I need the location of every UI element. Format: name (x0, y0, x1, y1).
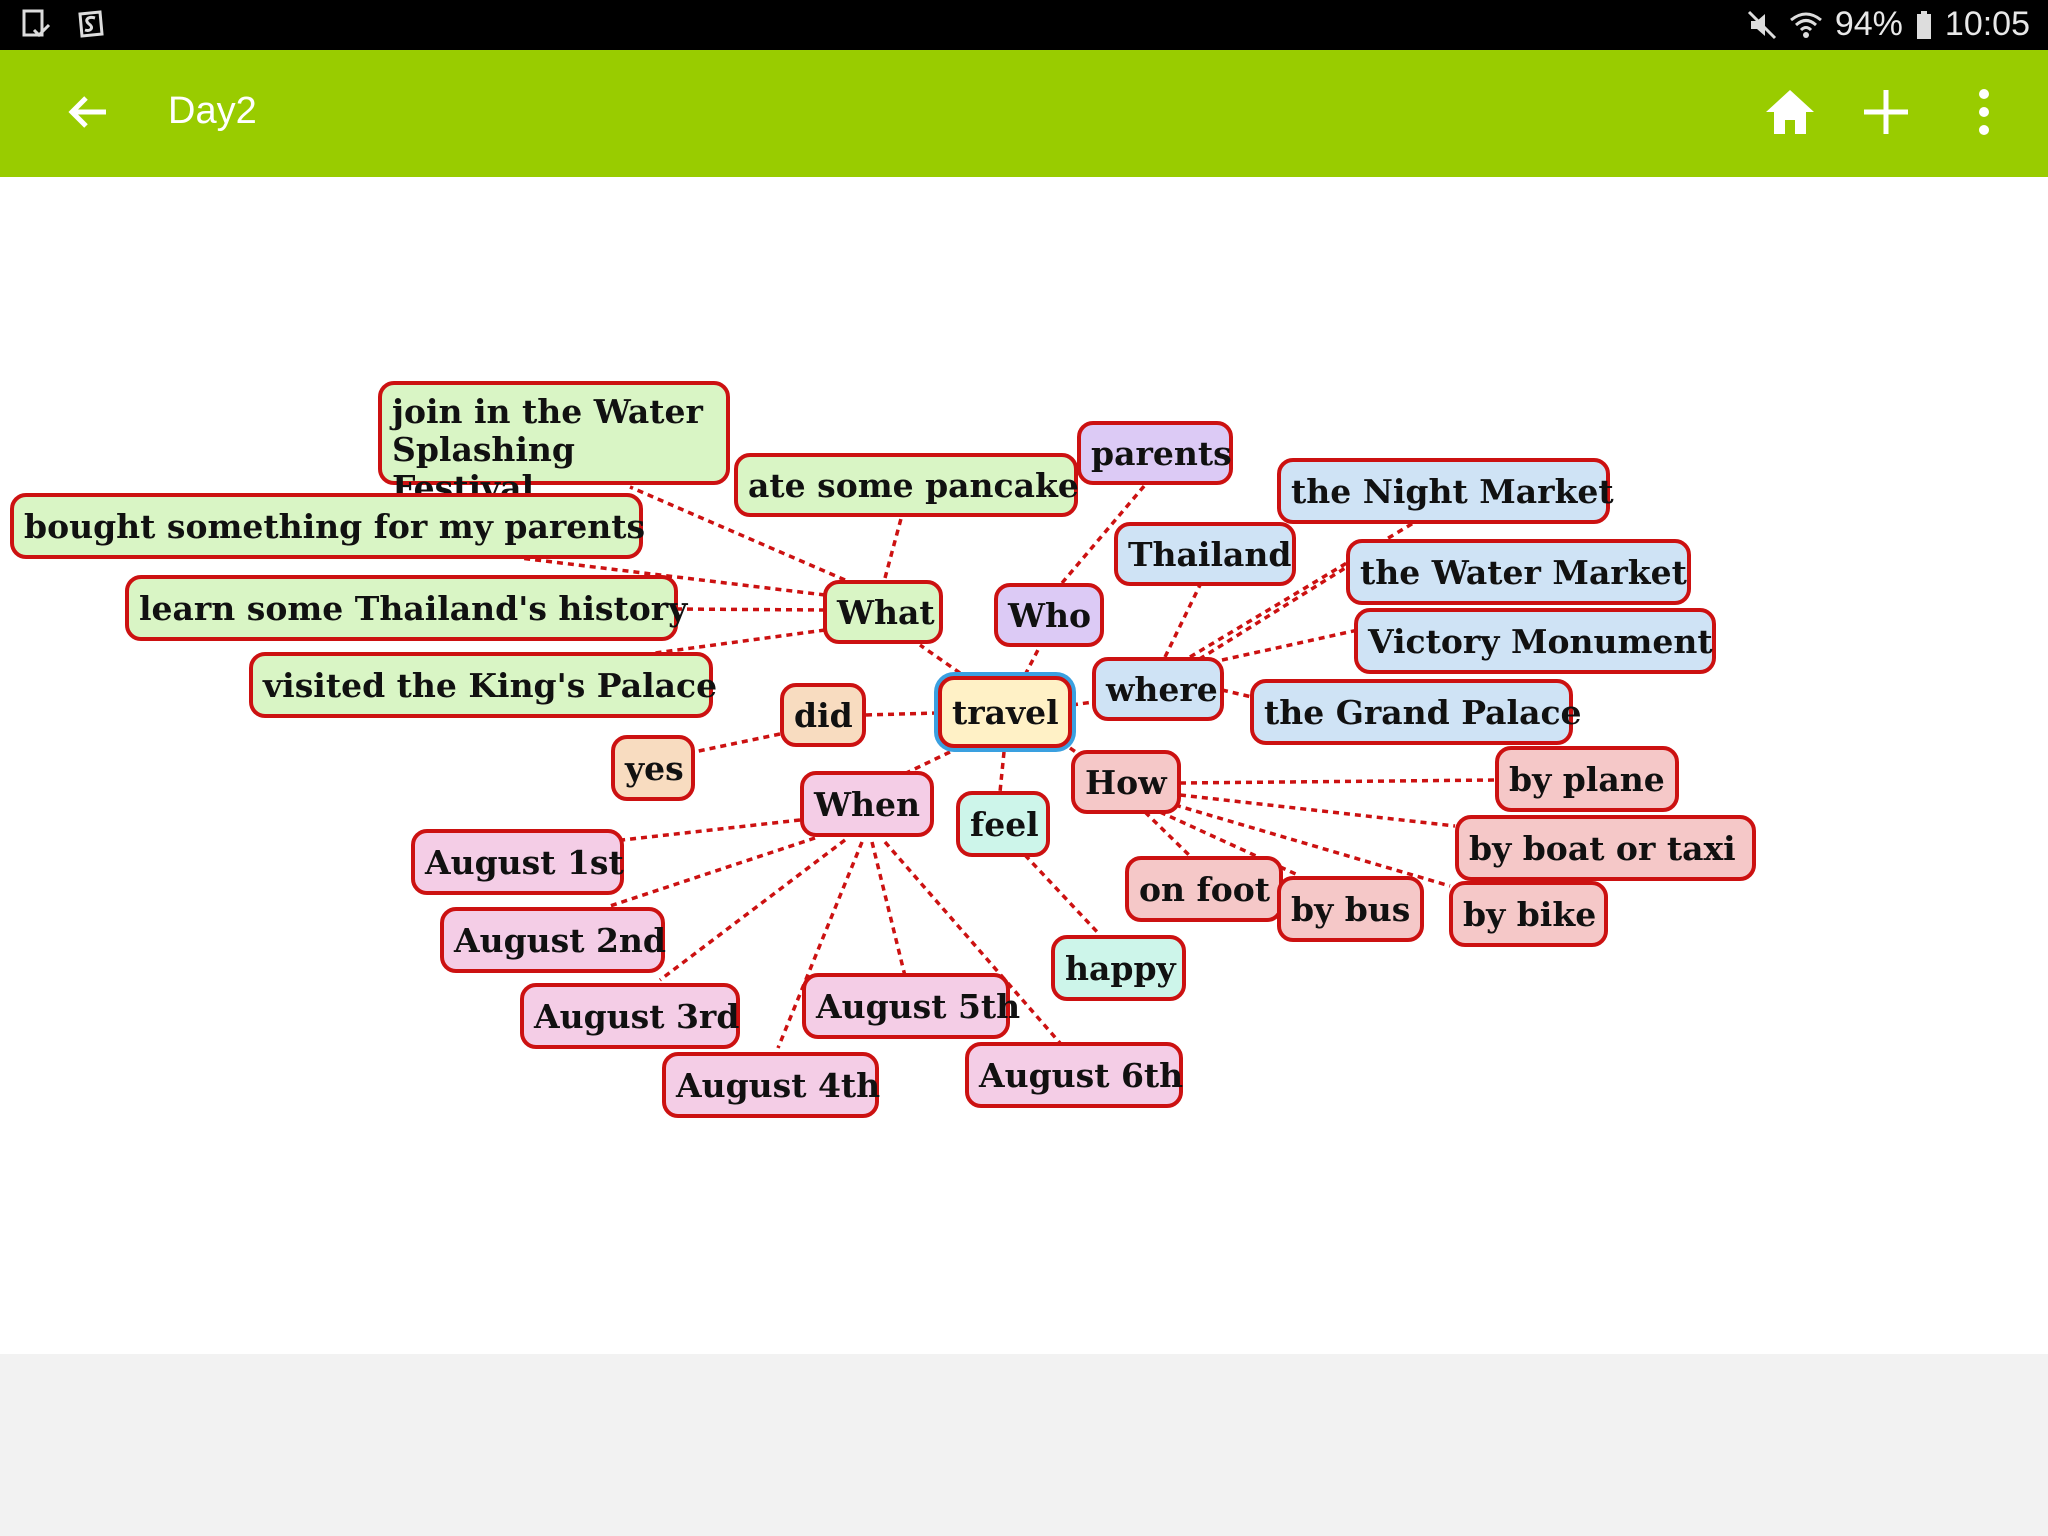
node-feel[interactable]: feel (956, 791, 1050, 857)
node-grand-palace[interactable]: the Grand Palace (1250, 679, 1582, 745)
clock: 10:05 (1944, 5, 2030, 43)
node-when[interactable]: When (800, 771, 934, 837)
battery-percent: 94% (1834, 5, 1903, 43)
back-arrow-icon[interactable] (62, 86, 114, 138)
node-join-water-festival[interactable]: join in the Water Splashing Festival (378, 381, 730, 507)
home-icon[interactable] (1762, 84, 1818, 140)
bottom-panel (0, 1354, 2048, 1536)
device-check-icon (22, 9, 51, 38)
node-happy[interactable]: happy (1051, 935, 1186, 1001)
node-august-2nd[interactable]: August 2nd (440, 907, 666, 973)
node-learn-history[interactable]: learn some Thailand's history (125, 575, 687, 641)
node-by-plane[interactable]: by plane (1495, 746, 1679, 812)
battery-icon (1916, 10, 1931, 39)
node-travel[interactable]: travel (938, 676, 1072, 748)
node-water-market[interactable]: the Water Market (1346, 539, 1691, 605)
more-vert-icon[interactable] (1968, 84, 2000, 140)
node-yes[interactable]: yes (611, 735, 695, 801)
page-title: Day2 (168, 90, 257, 132)
node-victory-monument[interactable]: Victory Monument (1354, 608, 1716, 674)
node-by-bike[interactable]: by bike (1449, 881, 1608, 947)
node-did[interactable]: did (780, 683, 866, 747)
node-who[interactable]: Who (994, 583, 1104, 647)
node-what[interactable]: What (823, 580, 943, 644)
app-toolbar: Day2 (0, 50, 2048, 177)
node-how[interactable]: How (1071, 750, 1181, 814)
node-august-4th[interactable]: August 4th (662, 1052, 880, 1118)
node-august-6th[interactable]: August 6th (965, 1042, 1183, 1108)
mute-icon (1747, 10, 1776, 39)
node-by-bus[interactable]: by bus (1277, 876, 1424, 942)
plus-icon[interactable] (1858, 84, 1914, 140)
node-visited-palace[interactable]: visited the King's Palace (249, 652, 717, 718)
status-bar: 94% 10:05 (0, 0, 2048, 50)
node-by-boat-or-taxi[interactable]: by boat or taxi (1455, 815, 1756, 881)
node-thailand[interactable]: Thailand (1114, 522, 1296, 586)
node-bought-something[interactable]: bought something for my parents (10, 493, 645, 559)
app-s-icon (78, 10, 104, 38)
node-on-foot[interactable]: on foot (1125, 856, 1283, 922)
node-night-market[interactable]: the Night Market (1277, 458, 1614, 524)
node-august-5th[interactable]: August 5th (802, 973, 1020, 1039)
node-where[interactable]: where (1092, 657, 1224, 721)
node-august-3rd[interactable]: August 3rd (520, 983, 740, 1049)
wifi-icon (1789, 12, 1822, 38)
node-parents[interactable]: parents (1077, 421, 1233, 485)
node-ate-pancake[interactable]: ate some pancake (734, 453, 1079, 517)
node-august-1st[interactable]: August 1st (411, 829, 624, 895)
mindmap-canvas[interactable] (0, 177, 2048, 1354)
